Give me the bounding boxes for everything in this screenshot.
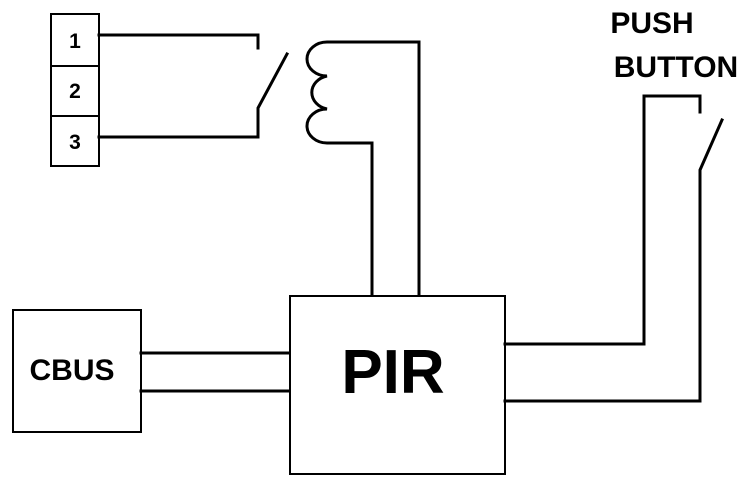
push-button-label-line2: BUTTON	[614, 51, 738, 84]
relay-coil	[305, 40, 421, 298]
terminal-2-label: 2	[69, 80, 81, 103]
push-button-wire-upper	[503, 94, 702, 346]
pir-module: PIR	[289, 295, 506, 475]
terminal-block: 1 2 3	[50, 13, 100, 167]
terminal-3	[50, 115, 100, 167]
relay-contact	[97, 33, 290, 139]
terminal-3-wire	[97, 51, 290, 139]
terminal-1-wire	[97, 33, 260, 50]
terminal-1-label: 1	[69, 30, 81, 53]
cbus-module: CBUS	[12, 309, 142, 433]
push-button-label-line1: PUSH	[610, 7, 693, 40]
push-button-wire-lower	[503, 118, 724, 403]
pir-box	[289, 295, 506, 475]
terminal-3-label: 3	[69, 131, 81, 154]
push-button-switch	[503, 94, 724, 403]
coil-winding	[305, 40, 421, 298]
pir-label: PIR	[341, 338, 444, 407]
cbus-box	[12, 309, 142, 433]
push-button-label: PUSH BUTTON	[610, 7, 738, 84]
cbus-label: CBUS	[29, 354, 114, 387]
